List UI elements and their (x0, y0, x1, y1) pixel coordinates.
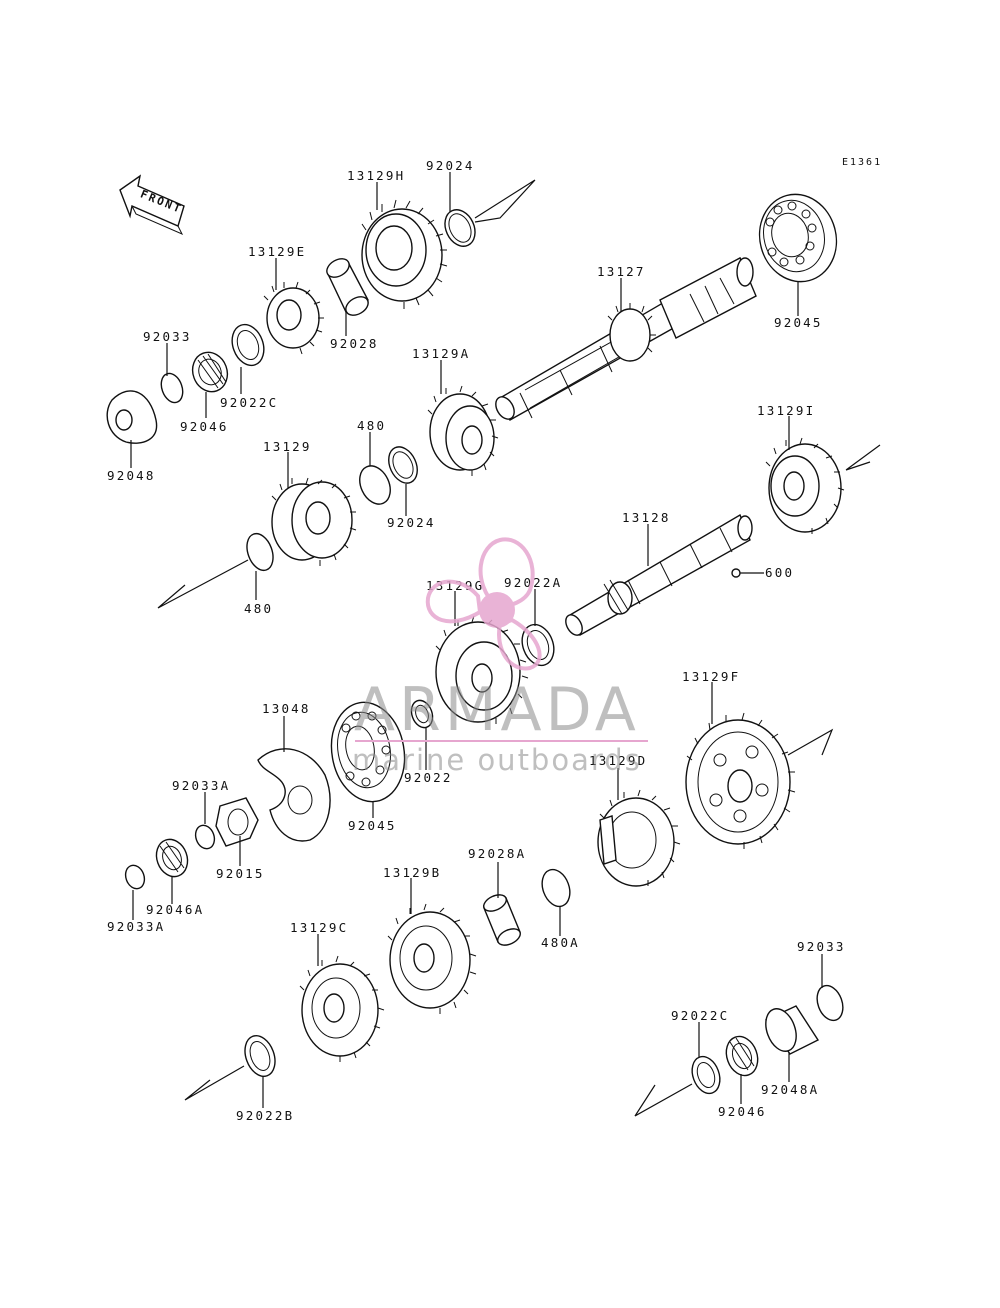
circlip-92033A-lower (124, 864, 146, 890)
circlip-92033-bottom (816, 984, 844, 1022)
label-480-left: 480 (244, 601, 273, 616)
circlip-480-left (246, 532, 274, 572)
washer-92022 (410, 699, 434, 729)
label-92015: 92015 (216, 866, 265, 881)
label-92033-bottom: 92033 (797, 939, 846, 954)
gear-13129A (427, 385, 499, 476)
label-92046A: 92046A (146, 902, 204, 917)
label-13129B: 13129B (383, 865, 441, 880)
propeller-logo-icon (425, 537, 542, 671)
gear-13129F (685, 712, 796, 849)
label-92028: 92028 (330, 336, 379, 351)
label-92022C-top: 92022C (220, 395, 278, 410)
circlip-92033A-upper (194, 824, 216, 850)
label-92024-mid: 92024 (387, 515, 436, 530)
label-13129E: 13129E (248, 244, 306, 259)
gear-13129C (299, 955, 385, 1062)
label-92045-mid: 92045 (348, 818, 397, 833)
label-92046-top: 92046 (180, 419, 229, 434)
label-92024-top: 92024 (426, 158, 475, 173)
label-13129H: 13129H (347, 168, 405, 183)
circlip-92033-top (160, 372, 184, 404)
diagram-reference-code: E1361 (842, 157, 882, 168)
watermark-title: ARMADA (354, 675, 640, 745)
needle-bearing-92046-bottom (725, 1035, 759, 1077)
ball-bearing-92045-mid (330, 701, 406, 803)
ball-bearing-92045-top (758, 193, 838, 283)
gear-13129I (765, 437, 845, 534)
label-92046-bottom: 92046 (718, 1104, 767, 1119)
ball-600 (731, 568, 741, 578)
label-13129: 13129 (263, 439, 312, 454)
washer-92022B (244, 1034, 276, 1078)
label-92048A: 92048A (761, 1082, 819, 1097)
washer-92024-mid (388, 446, 418, 484)
front-direction-arrow-icon: FRONT (119, 174, 185, 236)
washer-92022C-bottom (691, 1055, 721, 1095)
label-92033-top: 92033 (143, 329, 192, 344)
gear-13129B (387, 903, 477, 1014)
shaft-13128 (565, 513, 753, 636)
needle-bearing-92046-top (191, 351, 229, 393)
axis-line-top (474, 179, 536, 223)
washer-92024-top (444, 209, 476, 247)
washer-92022C-top (231, 323, 265, 367)
shaft-13127 (495, 256, 757, 421)
label-480-top: 480 (357, 418, 386, 433)
nut-92015 (215, 797, 259, 847)
label-13129C: 13129C (290, 920, 348, 935)
axis-line-right-upper (845, 444, 881, 471)
gear-13129E (263, 281, 324, 355)
label-13129A: 13129A (412, 346, 470, 361)
label-92022B: 92022B (236, 1108, 294, 1123)
label-92033A-lower: 92033A (107, 919, 165, 934)
axis-line-left (157, 559, 249, 609)
label-13127: 13127 (597, 264, 646, 279)
leader-lines (130, 172, 823, 1108)
label-600: 600 (765, 565, 794, 580)
needle-bearing-92046A (155, 838, 189, 878)
label-13128: 13128 (622, 510, 671, 525)
label-13129F: 13129F (682, 669, 740, 684)
label-13048: 13048 (262, 701, 311, 716)
label-92022: 92022 (404, 770, 453, 785)
label-13129I: 13129I (757, 403, 815, 418)
axis-line-bottom-right (634, 1083, 693, 1117)
holder-13048 (257, 748, 331, 842)
label-92022C-bottom: 92022C (671, 1008, 729, 1023)
label-480A: 480A (541, 935, 580, 950)
label-92028A: 92028A (468, 846, 526, 861)
watermark-subtitle: marine outboards (352, 743, 642, 777)
label-92048: 92048 (107, 468, 156, 483)
collar-92048 (106, 390, 158, 444)
label-92033A-upper: 92033A (172, 778, 230, 793)
gear-13129 (271, 477, 357, 566)
bushing-92028A (483, 894, 521, 946)
axis-line-right-lower (787, 728, 834, 756)
collar-92048A (764, 1005, 820, 1055)
gear-13129D (597, 789, 681, 887)
circlip-480A (541, 868, 571, 908)
circlip-480-top (359, 465, 391, 505)
watermark: ARMADA marine outboards (352, 537, 648, 777)
bushing-92028 (326, 258, 369, 316)
label-92045-top: 92045 (774, 315, 823, 330)
axis-line-bottom-left (184, 1065, 245, 1101)
label-13129D: 13129D (589, 753, 647, 768)
gear-13129H (361, 199, 448, 309)
